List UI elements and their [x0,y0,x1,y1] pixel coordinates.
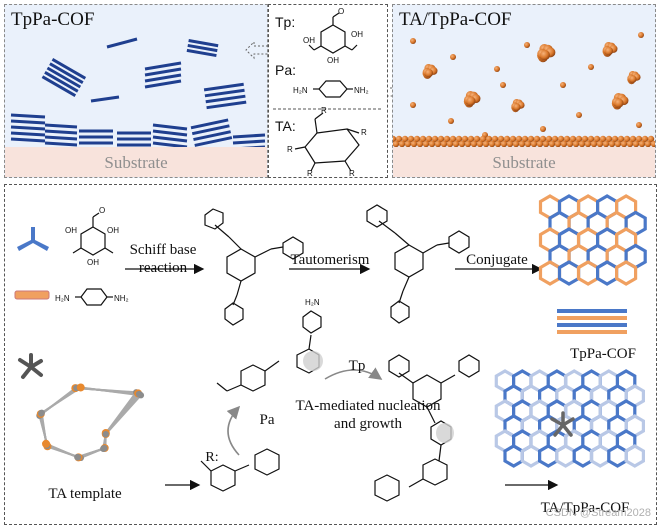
tp-step-label: Tp [337,357,377,375]
substrate-right: Substrate [393,147,655,177]
cof-cluster [511,99,524,112]
cof-particle [448,118,454,124]
svg-text:OH: OH [107,226,119,235]
tppa-honeycomb [541,196,646,284]
cof-cluster [537,44,555,62]
hex-cell [609,446,626,466]
hex-cell [505,446,522,466]
svg-text:OH: OH [65,226,77,235]
atom [74,454,80,460]
svg-text:OH: OH [87,258,99,267]
ta-template-label: TA template [25,485,145,503]
hex-cell [626,446,643,466]
hex-cell [574,446,591,466]
substrate-label-right: Substrate [393,153,655,173]
cof-particle [494,66,500,72]
tp-label: Tp: [275,14,295,30]
atom [100,446,106,452]
svg-text:OH: OH [303,36,315,45]
layer-bar [557,309,627,313]
svg-text:R: R [321,106,327,115]
pa-rod-icon [15,291,49,299]
cof-cluster [464,91,481,108]
cof-particle [638,32,644,38]
cof-particle [588,64,594,70]
cof-particle [560,82,566,88]
substrate-label-left: Substrate [5,153,267,173]
hex-cell [579,262,598,284]
conjugate-label: Conjugate [455,251,539,269]
svg-text:H₂N: H₂N [305,298,320,307]
hex-cell [560,262,579,284]
cof-cluster [627,71,640,84]
hex-cell [557,446,574,466]
layer-bar [557,330,627,334]
svg-text:R: R [287,145,293,154]
hex-cell [541,262,560,284]
cof-particle [500,82,506,88]
layer-bar [557,316,627,320]
r-prime-label: R: [201,449,223,467]
pa-structure [75,289,113,305]
cof-particle [576,112,582,118]
tppa-stacked-layers [557,309,627,334]
hex-cell [598,262,617,284]
svg-text:R: R [349,169,355,177]
svg-text:R: R [307,169,313,177]
tppa-cof-label: TpPa-COF [553,345,653,363]
hex-cell [592,446,609,466]
substrate-left: Substrate [5,147,267,177]
svg-text:O: O [99,206,105,215]
tp-node-icon [17,227,49,251]
cof-particle [540,126,546,132]
hex-cell [617,262,636,284]
svg-text:H₂N: H₂N [293,86,308,95]
ta-bound-intermediate [217,311,321,391]
keto-product [367,205,469,323]
atom [77,383,85,391]
svg-text:R: R [361,128,367,137]
tppa-cof-panel: TpPa-COF Substrate [4,4,268,178]
atom [42,440,50,448]
monomer-legend: Tp: OH OH OH O Pa: H₂N NH₂ TA: R R [268,4,388,178]
atom [138,392,144,398]
mechanism-panel: O OH OH OH H₂N NH₂ [4,184,657,525]
hex-cell [540,446,557,466]
ta-label: TA: [275,118,296,134]
atom [103,431,109,437]
bond [106,395,141,434]
cof-particle [450,54,456,60]
layer-bar [557,323,627,327]
pa-label: Pa: [275,62,296,78]
cof-particle [524,42,530,48]
svg-text:OH: OH [327,56,339,65]
ta-template-model [36,383,144,461]
svg-text:H₂N: H₂N [55,294,70,303]
cof-cluster [603,42,618,57]
cof-cluster [612,93,629,110]
hex-cell [522,446,539,466]
svg-text:NH₂: NH₂ [354,86,369,95]
ta-tppa-cof-panel: TA/TpPa-COF Substrate [392,4,656,178]
cof-particle [410,38,416,44]
cof-particle [636,122,642,128]
ta-tppa-honeycomb [496,371,643,466]
pa-step-label: Pa [247,411,287,429]
pa-curved-arrow [228,407,239,455]
svg-text:NH₂: NH₂ [114,294,129,303]
svg-text:O: O [338,7,344,16]
monomer-structures: Tp: OH OH OH O Pa: H₂N NH₂ TA: R R [269,5,387,177]
cof-particle [410,102,416,108]
svg-text:OH: OH [351,30,363,39]
tautomerism-label: Tautomerism [285,251,375,269]
atom [39,410,45,416]
ta-star-icon [20,355,41,377]
watermark: CSDN @Stream2028 [546,507,651,519]
cof-cluster [423,64,438,79]
